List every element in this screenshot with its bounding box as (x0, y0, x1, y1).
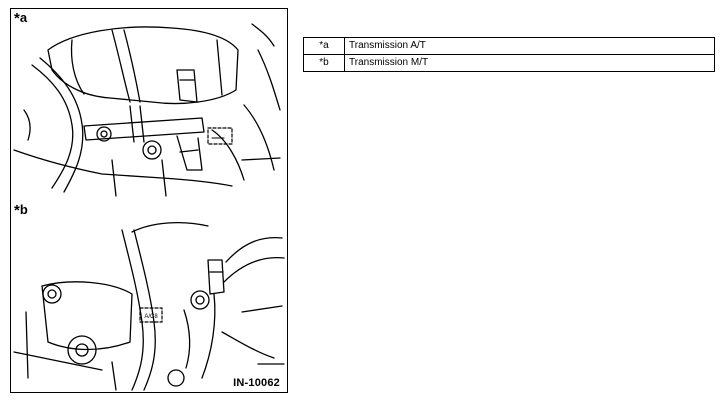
figure-code: IN-10062 (231, 377, 282, 389)
legend-description: Transmission A/T (344, 37, 715, 55)
engine-drawing-b: A/C8 (13, 222, 285, 391)
panel-marker-b: *b (13, 202, 30, 219)
engine-drawing-a (13, 23, 281, 197)
legend-row: *a Transmission A/T (303, 37, 715, 55)
panel-marker-a: *a (13, 10, 30, 27)
legend-code: *a (303, 37, 345, 55)
legend-description: Transmission M/T (344, 54, 715, 72)
asterisk-icon: * (14, 202, 20, 219)
legend-code: *b (303, 54, 345, 72)
illustration-frame: *a (10, 8, 288, 393)
legend-row: *b Transmission M/T (303, 54, 715, 72)
illustration-panel-b: A/C8 *b IN-10062 (12, 202, 288, 392)
legend-table: *a Transmission A/T *b Transmission M/T (303, 37, 715, 72)
asterisk-icon: * (14, 10, 20, 27)
illustration-panel-a: *a (12, 10, 288, 200)
callout-label: A/C8 (144, 314, 158, 320)
